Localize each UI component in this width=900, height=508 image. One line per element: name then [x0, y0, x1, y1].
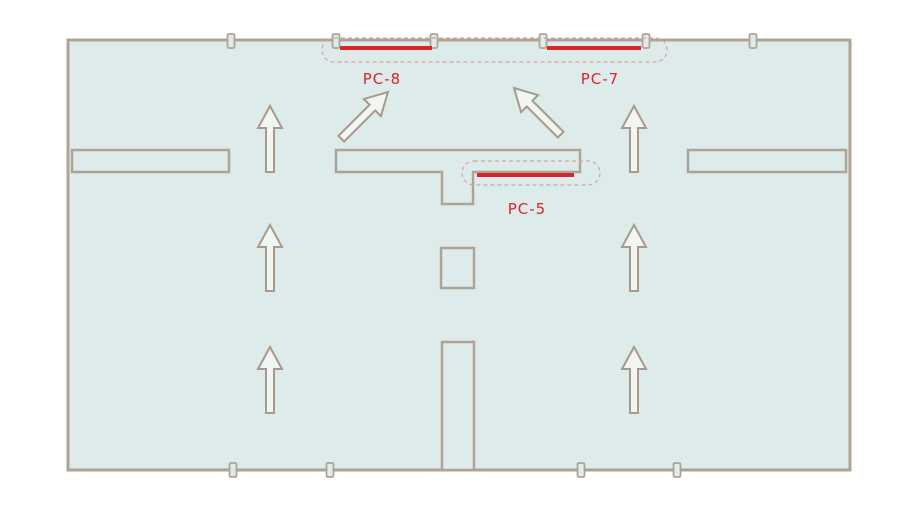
flow-arrow-icon: [256, 103, 284, 173]
bottom-partition-wall: [440, 340, 476, 472]
wall-column-icon: [748, 33, 758, 49]
right-partition-wall: [686, 148, 848, 174]
wall-column-icon: [429, 33, 439, 49]
pc-5-label: PC-5: [508, 200, 546, 218]
center-pillar: [439, 246, 476, 290]
wall-column-icon: [228, 462, 238, 478]
wall-column-icon: [641, 33, 651, 49]
flow-arrows: [256, 86, 648, 414]
flow-arrow-icon: [620, 222, 648, 292]
flow-arrow-icon: [256, 344, 284, 414]
pc-8-label: PC-8: [363, 70, 401, 88]
flow-arrow-icon: [256, 222, 284, 292]
left-partition-wall: [70, 148, 231, 174]
pc-7-label: PC-7: [581, 70, 619, 88]
flow-arrow-icon: [620, 344, 648, 414]
flow-arrow-icon: [620, 103, 648, 173]
wall-column-icon: [331, 33, 341, 49]
flow-arrow-icon: [337, 90, 390, 143]
wall-column-icon: [672, 462, 682, 478]
center-partition-wall: [334, 148, 582, 206]
flow-arrow-icon: [512, 86, 565, 139]
wall-column-icon: [538, 33, 548, 49]
pc-8-pc-7-dashed-outline: [321, 37, 668, 63]
wall-column-icon: [226, 33, 236, 49]
wall-column-icon: [576, 462, 586, 478]
wall-column-icon: [325, 462, 335, 478]
pc-5-dashed-outline: [461, 160, 601, 186]
